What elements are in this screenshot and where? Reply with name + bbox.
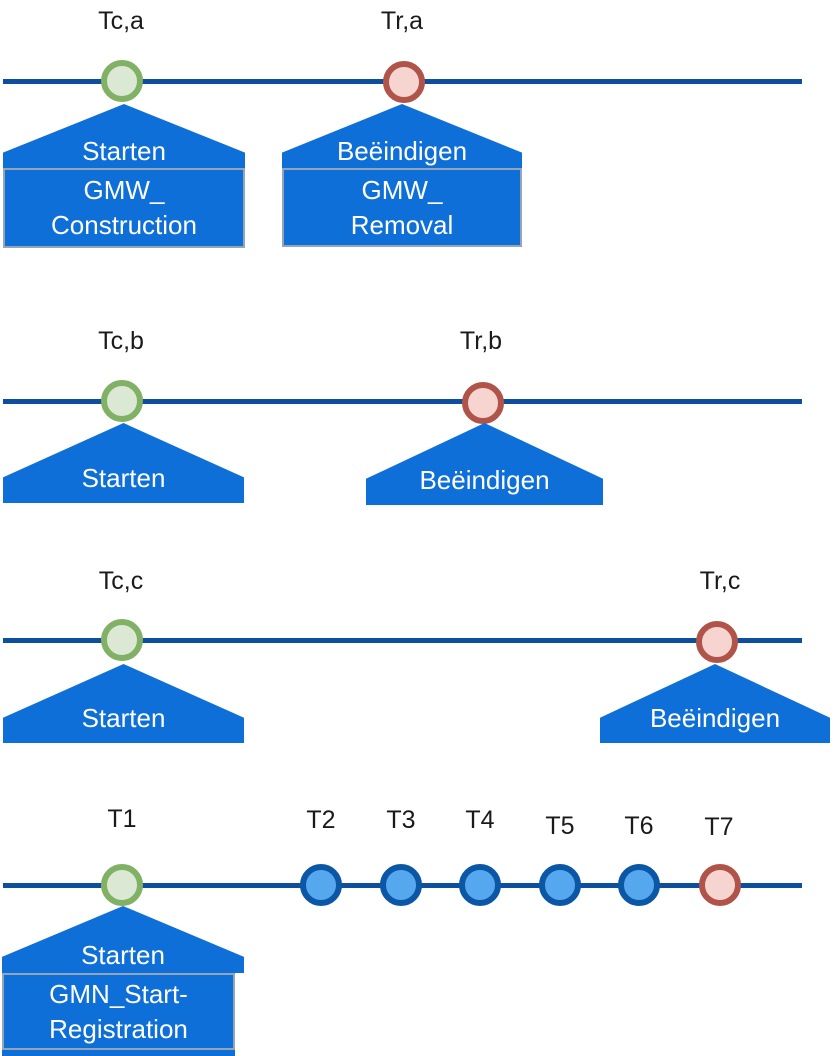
box-gmw-construction-line1: GMW_ (83, 175, 165, 205)
intermediate-marker-t3 (380, 864, 422, 906)
callout-beeindigen-c-label: Beëindigen (649, 703, 781, 734)
box-gmn-bottom-strip (2, 1050, 235, 1056)
timeline-c-line (3, 638, 802, 643)
box-gmw-removal: GMW_ Removal (282, 168, 522, 247)
end-marker-trb (462, 382, 504, 424)
intermediate-marker-t4 (459, 864, 501, 906)
start-marker-t1 (101, 864, 143, 906)
marker-label-trc: Tr,c (699, 567, 741, 595)
callout-beeindigen-b-label: Beëindigen (419, 465, 550, 496)
marker-label-trb: Tr,b (459, 327, 503, 355)
callout-starten-network-label: Starten (81, 940, 165, 971)
marker-label-tca: Tc,a (98, 7, 144, 35)
box-gmw-construction: GMW_ Construction (3, 168, 245, 248)
callout-beeindigen-c: Beëindigen (600, 664, 830, 743)
box-gmn-line1: GMN_Start- (49, 978, 188, 1009)
callout-starten-a: Starten (3, 104, 245, 168)
box-gmn-start-registration: GMN_Start- Registration (2, 973, 235, 1050)
marker-label-t2: T2 (306, 806, 336, 834)
start-marker-tca (101, 60, 143, 102)
marker-label-tcb: Tc,b (98, 327, 144, 355)
timeline-b-line (3, 399, 802, 404)
callout-starten-c-label: Starten (81, 703, 166, 734)
start-marker-tcc (101, 619, 143, 661)
intermediate-marker-t2 (300, 864, 342, 906)
intermediate-marker-t5 (539, 864, 581, 906)
end-marker-tra (383, 61, 425, 103)
callout-starten-a-label: Starten (82, 136, 166, 167)
marker-label-t1: T1 (107, 805, 137, 833)
callout-starten-b-label: Starten (81, 463, 166, 494)
marker-label-tra: Tr,a (380, 7, 424, 35)
start-marker-tcb (101, 380, 143, 422)
callout-starten-b: Starten (3, 423, 244, 503)
callout-starten-network: Starten (2, 906, 244, 973)
box-gmw-removal-line1: GMW_ (361, 174, 443, 205)
end-marker-t7 (699, 864, 741, 906)
box-gmw-removal-line2: Removal (350, 209, 454, 240)
callout-beeindigen-a-label: Beëindigen (336, 136, 468, 167)
callout-beeindigen-a: Beëindigen (282, 104, 522, 168)
box-gmw-construction-line2: Construction (51, 210, 197, 240)
intermediate-marker-t6 (618, 864, 660, 906)
marker-label-tcc: Tc,c (98, 567, 144, 595)
marker-label-t6: T6 (624, 812, 654, 840)
callout-starten-c: Starten (3, 664, 244, 743)
marker-label-t4: T4 (465, 806, 495, 834)
marker-label-t3: T3 (386, 806, 416, 834)
callout-beeindigen-b: Beëindigen (366, 423, 603, 505)
box-gmn-line2: Registration (49, 1013, 188, 1044)
marker-label-t7: T7 (704, 813, 734, 841)
end-marker-trc (696, 621, 738, 663)
marker-label-t5: T5 (545, 812, 575, 840)
